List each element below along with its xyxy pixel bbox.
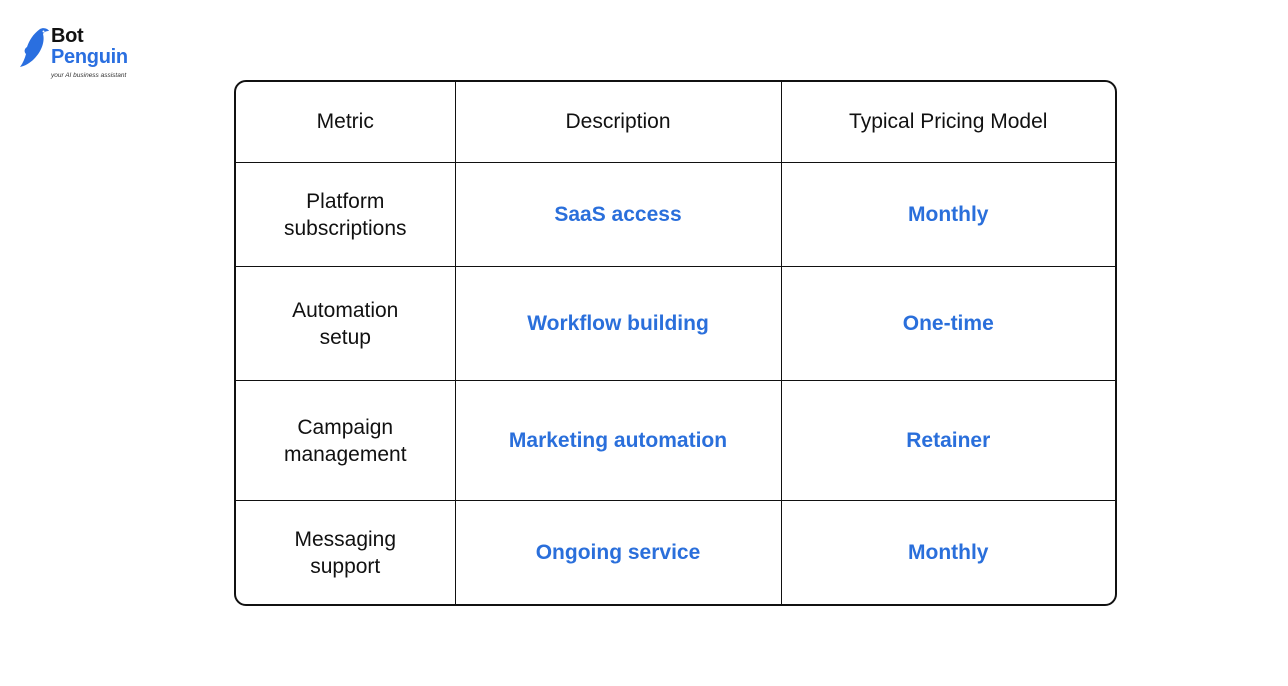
metric-line2: setup xyxy=(319,325,371,349)
penguin-logo-icon xyxy=(20,28,49,67)
metric-cell: Campaign management xyxy=(236,380,456,501)
metric-line1: Automation xyxy=(292,298,399,322)
pricing-model-cell: Retainer xyxy=(780,380,1115,501)
description-cell: Marketing automation xyxy=(454,380,782,501)
brand-name-bot: Bot xyxy=(51,25,84,47)
table-header-row: Metric Description Typical Pricing Model xyxy=(236,82,1115,163)
pricing-model-cell: Monthly xyxy=(780,500,1115,604)
brand-tagline: your AI business assistant xyxy=(51,72,127,79)
botpenguin-logo: Bot Penguin your AI business assistant xyxy=(18,25,148,85)
header-description: Description xyxy=(454,82,782,163)
table-row: Messaging support Ongoing service Monthl… xyxy=(236,500,1115,604)
metric-line2: support xyxy=(310,554,381,578)
header-pricing-model: Typical Pricing Model xyxy=(780,82,1115,163)
brand-name-penguin: Penguin xyxy=(51,46,128,68)
metric-line1: Campaign xyxy=(297,415,394,439)
metric-cell: Automation setup xyxy=(236,266,456,381)
metric-line1: Messaging xyxy=(294,527,397,551)
metric-cell: Platform subscriptions xyxy=(236,162,456,267)
table-row: Automation setup Workflow building One-t… xyxy=(236,266,1115,381)
description-cell: Ongoing service xyxy=(454,500,782,604)
pricing-model-cell: Monthly xyxy=(780,162,1115,267)
table-row: Platform subscriptions SaaS access Month… xyxy=(236,162,1115,267)
metric-line2: subscriptions xyxy=(283,216,407,240)
metric-line1: Platform xyxy=(306,189,385,213)
pricing-metrics-table: Metric Description Typical Pricing Model… xyxy=(236,82,1115,604)
metric-line2: management xyxy=(283,442,407,466)
metric-cell: Messaging support xyxy=(236,500,456,604)
header-metric: Metric xyxy=(236,82,456,163)
pricing-table-container: Metric Description Typical Pricing Model… xyxy=(234,80,1117,606)
pricing-model-cell: One-time xyxy=(780,266,1115,381)
description-cell: Workflow building xyxy=(454,266,782,381)
description-cell: SaaS access xyxy=(454,162,782,267)
table-row: Campaign management Marketing automation… xyxy=(236,380,1115,501)
